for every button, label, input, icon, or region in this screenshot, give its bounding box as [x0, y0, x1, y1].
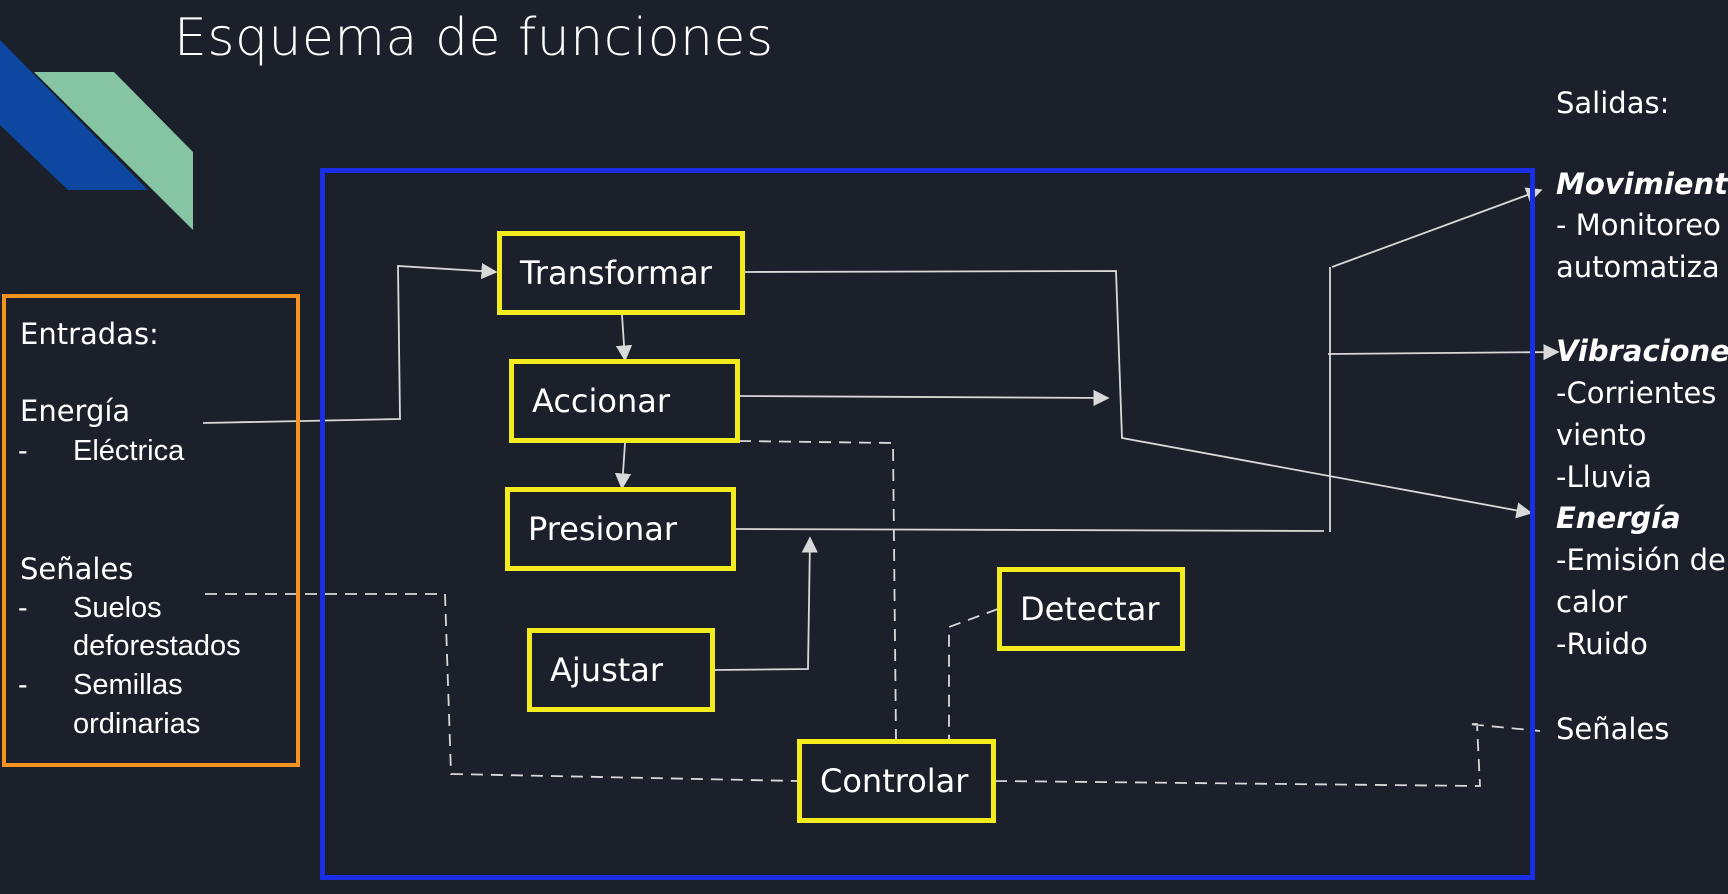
bus-to-movimiento-arrow [1331, 187, 1543, 268]
signal-item-deforestados: deforestados [73, 630, 241, 662]
transformar-to-accionar-arrow [615, 314, 633, 362]
detectar-to-controlar-dashed [948, 608, 999, 739]
energy-to-transformar-arrow [202, 263, 498, 424]
controlar-to-senales-dashed [994, 723, 1541, 787]
function-detectar: Detectar [997, 567, 1185, 651]
output-movimiento-line2: automatiza [1556, 250, 1720, 284]
output-energia-line2: calor [1556, 585, 1628, 619]
energy-item-electrica: Eléctrica [73, 435, 185, 467]
output-vibraciones-line3: -Lluvia [1556, 460, 1653, 494]
function-transformar: Transformar [497, 231, 745, 315]
slide-title: Esquema de funciones [174, 8, 774, 68]
presionar-output-line [734, 528, 1325, 532]
decorative-corner-shapes [0, 40, 193, 230]
decorative-green-stripe [34, 72, 193, 230]
signal-bullet-2: - [18, 669, 28, 701]
output-energia-line3: -Ruido [1556, 627, 1648, 661]
energy-label: Energía [20, 394, 131, 428]
signals-label: Señales [20, 552, 134, 586]
signals-to-controlar-dashed [205, 593, 799, 782]
energy-bullet: - [18, 435, 28, 467]
ajustar-to-presionar-arrow [713, 536, 818, 671]
output-energia-title: Energía [1556, 501, 1681, 535]
accionar-to-presionar-arrow [614, 442, 632, 490]
output-movimiento-title: Movimiento [1556, 167, 1728, 201]
output-vibraciones-line2: viento [1556, 418, 1647, 452]
function-accionar: Accionar [509, 359, 740, 443]
function-presionar: Presionar [505, 487, 736, 571]
output-movimiento-line1: - Monitoreo [1556, 208, 1721, 242]
signal-item-suelos: Suelos [73, 592, 162, 624]
signal-item-semillas: Semillas [73, 669, 183, 701]
output-vibraciones-title: Vibraciones [1556, 334, 1728, 368]
inputs-heading: Entradas: [20, 317, 159, 351]
transformar-to-energia-arrow [743, 270, 1533, 519]
signal-item-ordinarias: ordinarias [73, 708, 201, 740]
output-energia-line1: -Emisión de [1556, 543, 1726, 577]
accionar-to-controlar-dashed [738, 440, 897, 740]
output-vibraciones-line1: -Corrientes [1556, 376, 1717, 410]
bus-to-vibraciones-arrow [1327, 344, 1560, 361]
signal-bullet-1: - [18, 592, 28, 624]
inputs-box [2, 294, 300, 767]
system-boundary [320, 168, 1535, 880]
function-ajustar: Ajustar [527, 628, 715, 712]
function-controlar: Controlar [797, 739, 996, 823]
accionar-output-arrow [738, 389, 1110, 407]
output-senales: Señales [1556, 712, 1670, 746]
decorative-blue-stripe [0, 40, 148, 190]
outputs-heading: Salidas: [1556, 86, 1670, 120]
